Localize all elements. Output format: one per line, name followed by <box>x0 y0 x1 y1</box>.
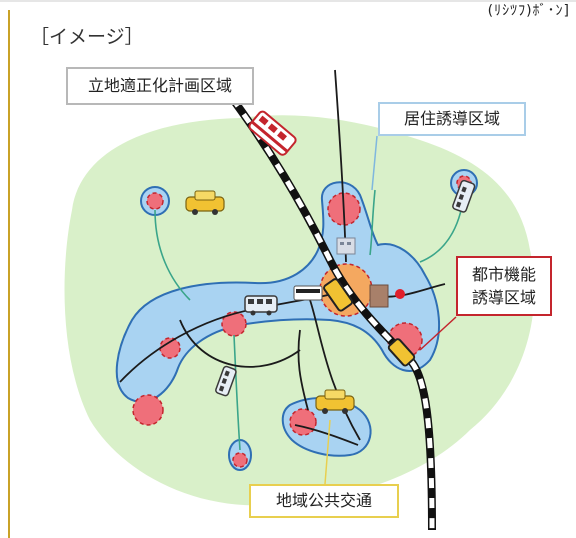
callout-public-transport: 地域公共交通 <box>249 484 399 518</box>
bus-icon-3 <box>215 365 237 397</box>
top-rule <box>0 0 576 2</box>
callout-residential-area: 居住誘導区域 <box>378 102 526 136</box>
header-fragment: (ﾘｼﾂﾌ)ﾎﾞ･ﾝ] <box>487 3 570 19</box>
hub-southwest <box>132 394 164 426</box>
building-icon-2 <box>369 284 389 308</box>
taxi-icon-2 <box>315 389 355 414</box>
image-label: ［イメージ］ <box>30 26 144 48</box>
bus-icon <box>244 295 278 316</box>
hub-south <box>232 452 248 468</box>
train-icon <box>248 110 297 156</box>
callout-urban-function-area: 都市機能 誘導区域 <box>456 256 552 316</box>
taxi-icon <box>185 190 225 215</box>
callout-urban-function-line2: 誘導区域 <box>471 288 536 307</box>
railway-line <box>228 95 436 531</box>
building-icon <box>336 237 356 255</box>
callout-public-transport-text: 地域公共交通 <box>275 491 372 511</box>
residential-area-main <box>115 181 441 403</box>
tram-icon <box>323 278 354 312</box>
callout-planning-area: 立地適正化計画区域 <box>66 67 254 105</box>
callout-planning-area-text: 立地適正化計画区域 <box>87 76 232 96</box>
bus-icon-2 <box>452 179 476 213</box>
bus-stop-icon <box>293 285 323 301</box>
callout-leaders <box>324 135 457 485</box>
left-gold-border <box>8 10 10 538</box>
tram-icon-2 <box>387 338 416 367</box>
hub-west <box>221 311 247 337</box>
function-dot <box>395 289 405 299</box>
hub-south-center <box>289 408 317 436</box>
callout-urban-function-line1: 都市機能 <box>471 264 536 284</box>
hub-nw <box>146 192 164 210</box>
callout-residential-area-text: 居住誘導区域 <box>403 109 500 129</box>
